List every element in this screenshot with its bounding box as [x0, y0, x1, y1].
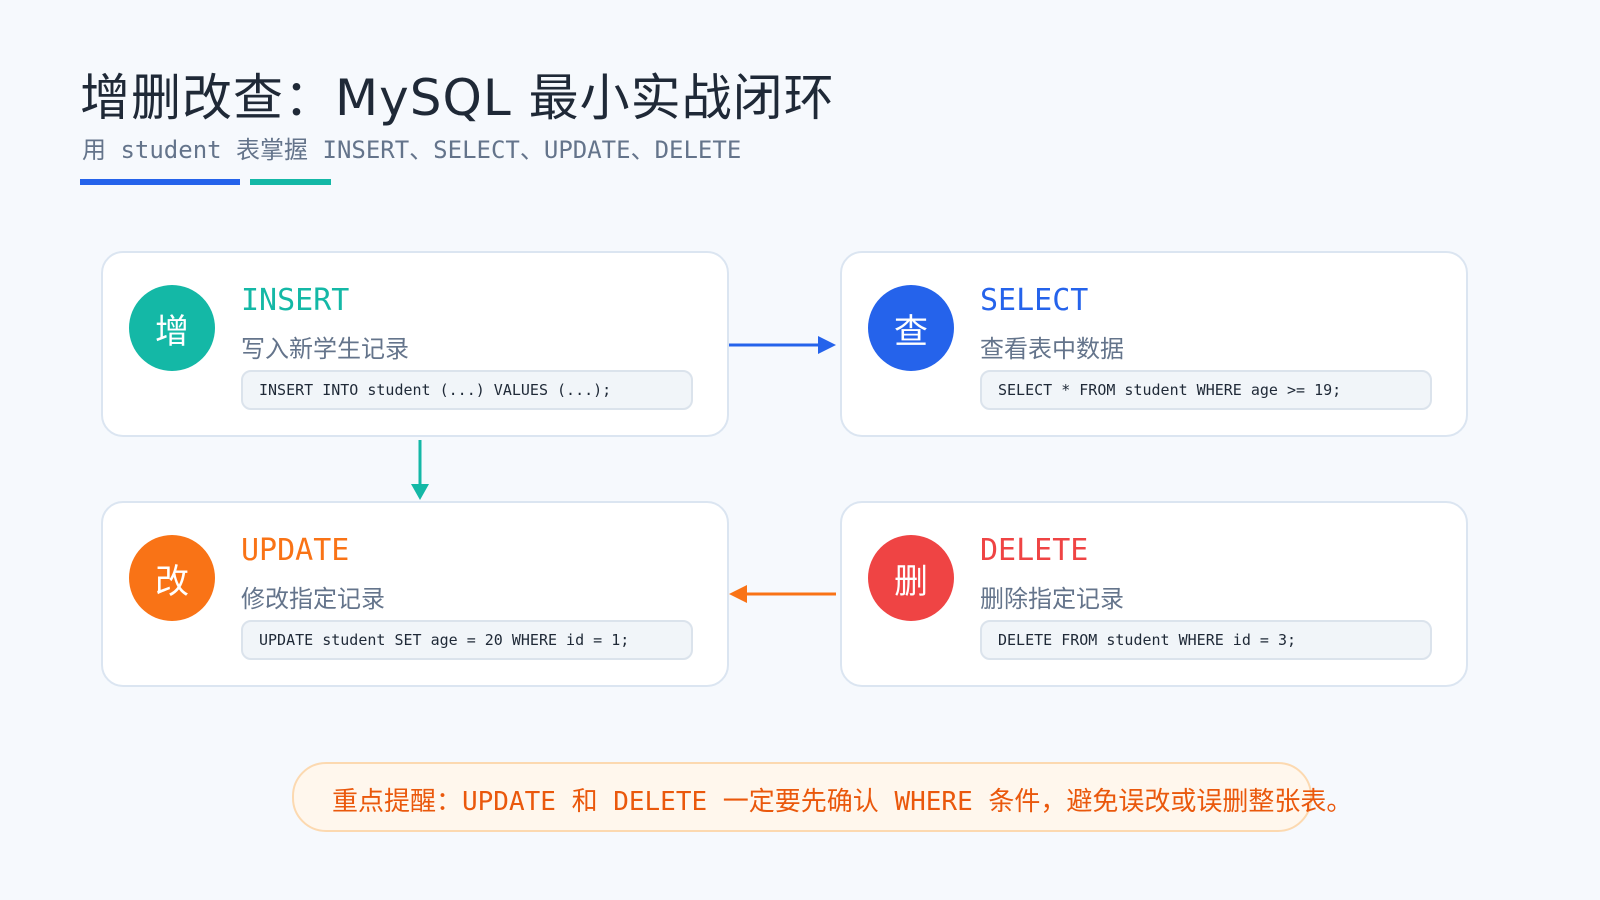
reminder-text: 重点提醒：UPDATE 和 DELETE 一定要先确认 WHERE 条件，避免误…: [332, 787, 1353, 817]
select-badge: 查: [868, 285, 954, 371]
insert-description: 写入新学生记录: [241, 335, 409, 363]
delete-code: DELETE FROM student WHERE id = 3;: [980, 620, 1432, 660]
update-title: UPDATE: [241, 533, 350, 568]
insert-card: 增 INSERT 写入新学生记录 INSERT INTO student (..…: [101, 251, 729, 437]
update-code: UPDATE student SET age = 20 WHERE id = 1…: [241, 620, 693, 660]
arrow-insert-to-update: [411, 440, 429, 500]
select-title: SELECT: [980, 283, 1089, 318]
insert-badge: 增: [129, 285, 215, 371]
select-description: 查看表中数据: [980, 335, 1124, 363]
arrow-insert-to-select: [729, 336, 836, 354]
accent-bar-teal: [250, 179, 331, 185]
select-card: 查 SELECT 查看表中数据 SELECT * FROM student WH…: [840, 251, 1468, 437]
update-badge: 改: [129, 535, 215, 621]
delete-title: DELETE: [980, 533, 1089, 568]
delete-badge: 删: [868, 535, 954, 621]
arrow-delete-to-update: [729, 585, 836, 603]
delete-description: 删除指定记录: [980, 585, 1124, 613]
page-subtitle: 用 student 表掌握 INSERT、SELECT、UPDATE、DELET…: [82, 136, 742, 164]
delete-card: 删 DELETE 删除指定记录 DELETE FROM student WHER…: [840, 501, 1468, 687]
insert-title: INSERT: [241, 283, 350, 318]
reminder-banner: 重点提醒：UPDATE 和 DELETE 一定要先确认 WHERE 条件，避免误…: [292, 762, 1352, 832]
insert-code: INSERT INTO student (...) VALUES (...);: [241, 370, 693, 410]
select-code: SELECT * FROM student WHERE age >= 19;: [980, 370, 1432, 410]
page-title: 增删改查：MySQL 最小实战闭环: [80, 69, 835, 127]
update-card: 改 UPDATE 修改指定记录 UPDATE student SET age =…: [101, 501, 729, 687]
update-description: 修改指定记录: [241, 585, 385, 613]
accent-bar-blue: [80, 179, 240, 185]
